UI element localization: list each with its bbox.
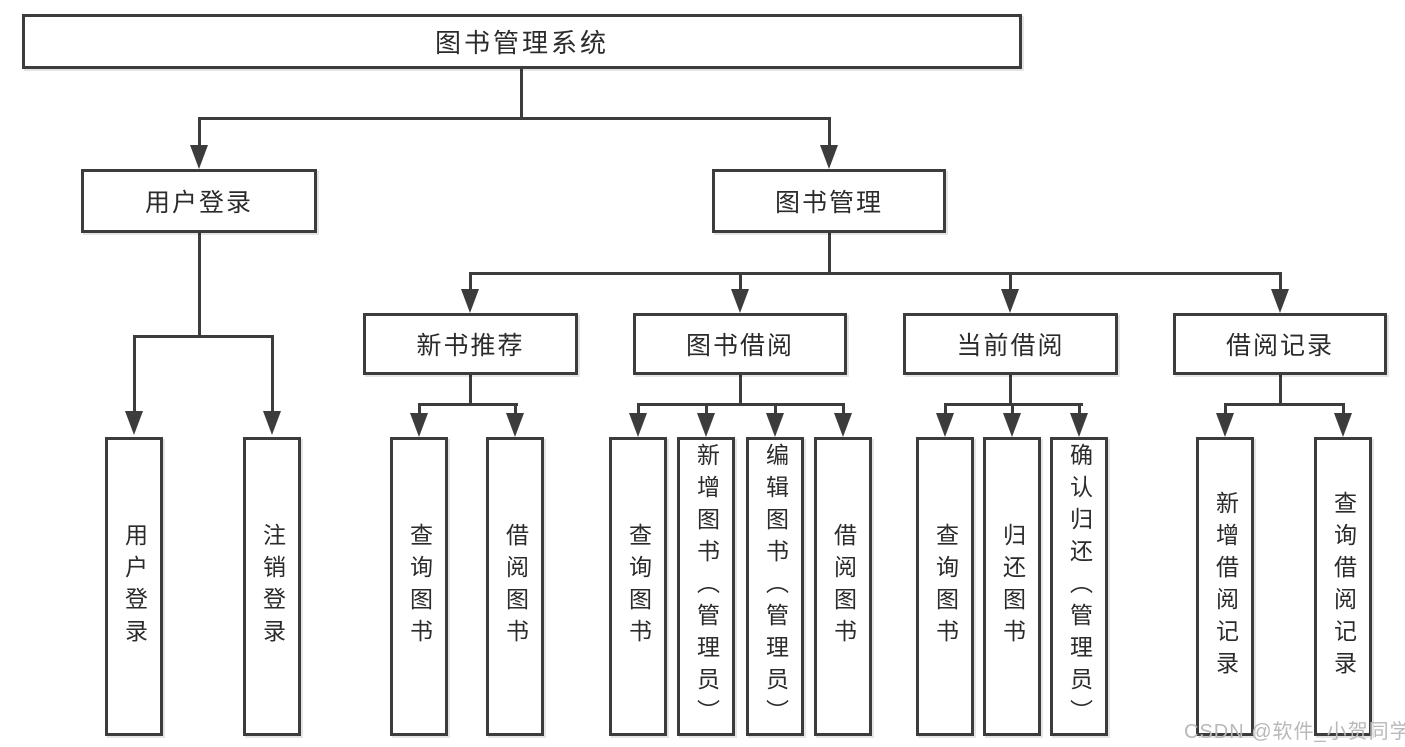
leaf-query-books-borrow: 查询图书 (609, 437, 667, 736)
connector-line (739, 272, 742, 291)
arrow-down-icon (697, 413, 715, 437)
connector-line (418, 403, 518, 406)
connector-line (469, 375, 472, 406)
branch-book-management: 图书管理 (712, 169, 946, 233)
group-new-book-recommend-label: 新书推荐 (416, 332, 525, 360)
leaf-add-books-admin-label: 新增图书（管理员） (693, 442, 720, 731)
node-root: 图书管理系统 (22, 14, 1022, 69)
leaf-add-borrow-record: 新增借阅记录 (1196, 437, 1254, 736)
group-book-borrow: 图书借阅 (633, 313, 847, 375)
arrow-down-icon (263, 411, 281, 435)
arrow-down-icon (1334, 413, 1352, 437)
group-borrow-records-label: 借阅记录 (1225, 332, 1334, 360)
node-root-label: 图书管理系统 (434, 28, 609, 58)
leaf-return-books-label: 归还图书 (999, 522, 1026, 651)
leaf-user-login-label: 用户登录 (121, 522, 148, 651)
group-borrow-records: 借阅记录 (1173, 313, 1387, 375)
connector-line (1078, 403, 1081, 415)
arrow-down-icon (629, 413, 647, 437)
connector-line (198, 117, 201, 147)
connector-line (520, 69, 523, 119)
leaf-logout-label: 注销登录 (259, 522, 286, 651)
connector-line (1342, 403, 1345, 415)
connector-line (1011, 403, 1014, 415)
leaf-edit-books-admin-label: 编辑图书（管理员） (762, 442, 789, 731)
arrow-down-icon (461, 289, 479, 313)
connector-line (705, 403, 708, 415)
arrow-down-icon (1001, 289, 1019, 313)
leaf-query-books-recommend-label: 查询图书 (406, 522, 433, 651)
leaf-borrow-books: 借阅图书 (814, 437, 872, 736)
group-new-book-recommend: 新书推荐 (363, 313, 578, 375)
leaf-borrow-books-label: 借阅图书 (830, 522, 857, 651)
branch-book-management-label: 图书管理 (774, 189, 883, 217)
connector-line (828, 117, 831, 147)
leaf-borrow-books-recommend-label: 借阅图书 (502, 522, 529, 651)
watermark: CSDN @软件_小贺同学 (1184, 721, 1405, 743)
leaf-confirm-return-admin: 确认归还（管理员） (1050, 437, 1108, 736)
leaf-return-books: 归还图书 (983, 437, 1041, 736)
connector-line (1224, 403, 1227, 415)
arrow-down-icon (506, 413, 524, 437)
connector-line (842, 403, 845, 415)
group-current-borrow: 当前借阅 (903, 313, 1118, 375)
arrow-down-icon (410, 413, 428, 437)
leaf-query-books-borrow-label: 查询图书 (625, 522, 652, 651)
arrow-down-icon (1216, 413, 1234, 437)
arrow-down-icon (834, 413, 852, 437)
leaf-edit-books-admin: 编辑图书（管理员） (746, 437, 804, 736)
connector-line (469, 272, 1282, 275)
connector-line (637, 403, 640, 415)
connector-line (1279, 272, 1282, 291)
connector-line (739, 375, 742, 406)
connector-line (133, 335, 136, 413)
leaf-add-books-admin: 新增图书（管理员） (677, 437, 735, 736)
branch-user-login-label: 用户登录 (144, 189, 253, 217)
connector-line (418, 403, 421, 415)
connector-line (1009, 272, 1012, 291)
arrow-down-icon (1003, 413, 1021, 437)
connector-line (1224, 403, 1345, 406)
leaf-query-borrow-record-label: 查询借阅记录 (1330, 490, 1357, 683)
connector-line (1009, 375, 1012, 406)
branch-user-login: 用户登录 (81, 169, 317, 233)
connector-line (198, 233, 201, 337)
arrow-down-icon (190, 145, 208, 169)
leaf-query-books-current-label: 查询图书 (932, 522, 959, 651)
leaf-logout: 注销登录 (243, 437, 301, 736)
connector-line (637, 403, 845, 406)
group-current-borrow-label: 当前借阅 (956, 332, 1065, 360)
leaf-user-login: 用户登录 (105, 437, 163, 736)
connector-line (133, 335, 274, 338)
group-book-borrow-label: 图书借阅 (685, 332, 794, 360)
connector-line (944, 403, 947, 415)
connector-line (774, 403, 777, 415)
leaf-borrow-books-recommend: 借阅图书 (486, 437, 544, 736)
leaf-confirm-return-admin-label: 确认归还（管理员） (1066, 442, 1093, 731)
leaf-query-books-current: 查询图书 (916, 437, 974, 736)
connector-line (198, 117, 831, 120)
arrow-down-icon (820, 145, 838, 169)
leaf-add-borrow-record-label: 新增借阅记录 (1212, 490, 1239, 683)
connector-line (828, 233, 831, 274)
arrow-down-icon (1271, 289, 1289, 313)
leaf-query-borrow-record: 查询借阅记录 (1314, 437, 1372, 736)
arrow-down-icon (936, 413, 954, 437)
connector-line (1279, 375, 1282, 406)
connector-line (514, 403, 517, 415)
arrow-down-icon (731, 289, 749, 313)
arrow-down-icon (125, 411, 143, 435)
arrow-down-icon (766, 413, 784, 437)
arrow-down-icon (1070, 413, 1088, 437)
connector-line (469, 272, 472, 291)
leaf-query-books-recommend: 查询图书 (390, 437, 448, 736)
connector-line (271, 335, 274, 413)
